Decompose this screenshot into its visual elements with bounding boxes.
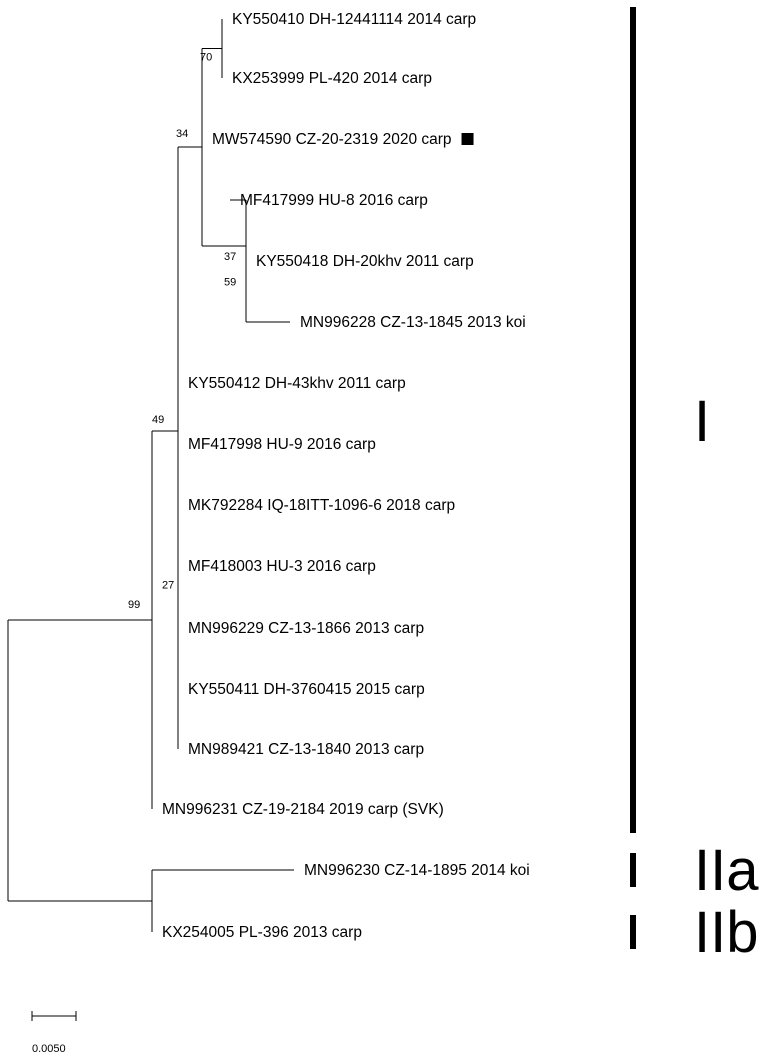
bootstrap-value-n70: 70 <box>200 52 212 64</box>
taxon-label-t2: KX253999 PL-420 2014 carp <box>232 70 432 87</box>
taxon-label-t14: MN996231 CZ-19-2184 2019 carp (SVK) <box>162 801 444 818</box>
bootstrap-value-n37: 37 <box>224 251 236 263</box>
bootstrap-value-n99: 99 <box>128 599 140 611</box>
scale-bar-label: 0.0050 <box>32 1043 66 1055</box>
bootstrap-value-n34: 34 <box>176 128 188 140</box>
taxon-label-t16: KX254005 PL-396 2013 carp <box>162 924 362 941</box>
group-label-I: I <box>694 389 710 454</box>
bootstrap-value-n27: 27 <box>162 580 174 592</box>
taxon-label-t1: KY550410 DH-12441114 2014 carp <box>232 11 476 28</box>
taxon-label-t3: MW574590 CZ-20-2319 2020 carp <box>212 131 452 148</box>
taxon-label-t6: MN996228 CZ-13-1845 2013 koi <box>300 314 526 331</box>
taxon-label-t10: MF418003 HU-3 2016 carp <box>188 558 376 575</box>
taxon-label-t9: MK792284 IQ-18ITT-1096-6 2018 carp <box>188 497 455 514</box>
bootstrap-value-n49: 49 <box>152 414 164 426</box>
taxon-label-t11: MN996229 CZ-13-1866 2013 carp <box>188 620 424 637</box>
scale-bar: 0.0050 <box>31 1011 77 1055</box>
taxon-label-t5: KY550418 DH-20khv 2011 carp <box>256 253 474 270</box>
taxon-label-t13: MN989421 CZ-13-1840 2013 carp <box>188 741 424 758</box>
taxon-label-t15: MN996230 CZ-14-1895 2014 koi <box>304 862 530 879</box>
taxon-label-t12: KY550411 DH-3760415 2015 carp <box>188 681 425 698</box>
taxon-label-t8: MF417998 HU-9 2016 carp <box>188 436 376 453</box>
bootstrap-value-n59: 59 <box>224 277 236 289</box>
group-label-IIb: IIb <box>694 900 759 965</box>
highlight-square-marker <box>461 133 474 145</box>
taxon-label-t4: MF417999 HU-8 2016 carp <box>240 192 428 209</box>
group-label-IIa: IIa <box>694 838 759 903</box>
taxon-label-t7: KY550412 DH-43khv 2011 carp <box>188 375 406 392</box>
tree-branches <box>7 19 294 932</box>
bootstrap-labels: 70 34 37 59 49 27 99 <box>128 52 236 611</box>
